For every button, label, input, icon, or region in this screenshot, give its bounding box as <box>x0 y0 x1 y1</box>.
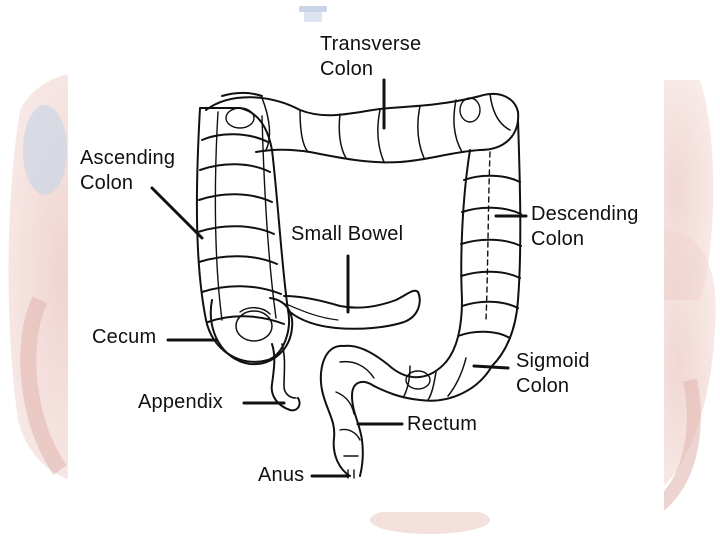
transverse-colon-shape <box>205 92 520 164</box>
label-transverse-line2: Colon <box>320 58 374 80</box>
label-appendix: Appendix <box>138 390 223 415</box>
label-sigmoid-colon: Sigmoid Colon <box>516 349 590 399</box>
label-anus-text: Anus <box>258 464 305 486</box>
rectum-shape <box>319 344 375 479</box>
label-rectum: Rectum <box>407 412 477 437</box>
cecum-appendix-shape <box>209 297 301 412</box>
label-ascending-line1: Ascending <box>80 147 176 169</box>
diagram-card <box>68 22 664 512</box>
sigmoid-colon-shape <box>343 344 493 402</box>
label-transverse-colon: Transverse Colon <box>320 32 421 82</box>
label-anus: Anus <box>258 463 304 488</box>
small-blue-cap-icon <box>299 6 327 24</box>
label-small-bowel: Small Bowel <box>291 222 403 247</box>
label-ascending-line2: Colon <box>80 172 134 194</box>
descending-colon-shape <box>445 119 522 367</box>
label-cecum: Cecum <box>92 325 156 350</box>
label-cecum-text: Cecum <box>92 326 157 348</box>
leader-sigmoid <box>472 364 510 370</box>
label-transverse-line1: Transverse <box>320 33 422 55</box>
label-descending-colon: Descending Colon <box>531 202 639 252</box>
leader-ascending <box>150 186 204 240</box>
small-bowel-shape <box>283 289 421 330</box>
label-descending-line2: Colon <box>531 228 585 250</box>
label-small-bowel-text: Small Bowel <box>291 223 404 245</box>
label-appendix-text: Appendix <box>138 391 223 413</box>
label-ascending-colon: Ascending Colon <box>80 146 175 196</box>
label-sigmoid-line1: Sigmoid <box>516 350 590 372</box>
label-sigmoid-line2: Colon <box>516 375 570 397</box>
label-rectum-text: Rectum <box>407 413 478 435</box>
ascending-colon-shape <box>195 107 290 363</box>
label-descending-line1: Descending <box>531 203 639 225</box>
